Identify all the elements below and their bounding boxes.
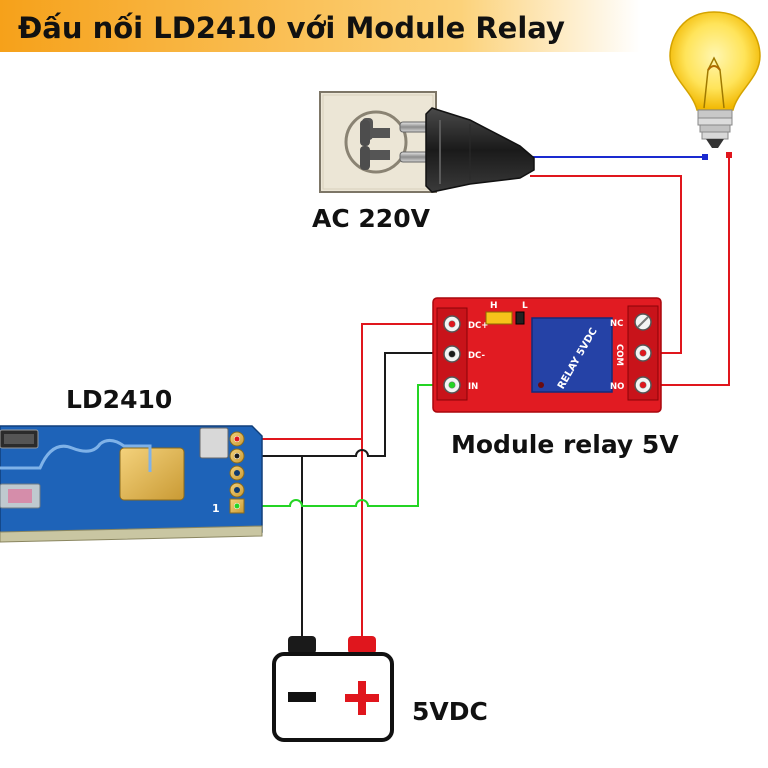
antenna-pad bbox=[119, 447, 185, 501]
light-bulb-icon bbox=[669, 11, 761, 148]
title-banner: Đấu nối LD2410 với Module Relay bbox=[0, 0, 640, 52]
wires bbox=[238, 152, 732, 650]
wire-red-dc-plus bbox=[361, 323, 447, 650]
relay-jumper-h-label: H bbox=[490, 301, 498, 311]
power-plug-icon bbox=[399, 107, 535, 193]
relay-pin-nc-label: NC bbox=[610, 319, 623, 329]
sensor-pin1-label: 1 bbox=[212, 502, 220, 515]
wire-terminal-red bbox=[726, 152, 732, 158]
battery-terminal-negative bbox=[288, 636, 316, 654]
label-sensor: LD2410 bbox=[66, 385, 172, 414]
wire-red-live-com bbox=[530, 175, 682, 354]
relay-jumper-l-label: L bbox=[522, 301, 528, 311]
ld2410-board: 1 bbox=[0, 425, 263, 543]
relay-pin-dc-minus-label: DC- bbox=[468, 351, 485, 361]
battery-icon bbox=[272, 636, 394, 742]
battery-terminal-positive bbox=[348, 636, 376, 654]
relay-pin-in-label: IN bbox=[468, 382, 478, 392]
page-title: Đấu nối LD2410 với Module Relay bbox=[18, 11, 565, 45]
relay-coil bbox=[531, 317, 613, 393]
battery-body bbox=[272, 652, 394, 742]
wire-terminal-blue bbox=[702, 154, 708, 160]
label-battery: 5VDC bbox=[412, 697, 488, 726]
wall-socket-icon bbox=[319, 91, 437, 193]
relay-pin-com-label: COM bbox=[614, 344, 624, 366]
wire-red-bulb-no bbox=[647, 158, 730, 386]
relay-pin-no-label: NO bbox=[610, 382, 624, 392]
antenna-trace bbox=[0, 439, 152, 472]
wire-black-gnd bbox=[238, 352, 447, 457]
label-ac: AC 220V bbox=[312, 204, 431, 233]
relay-pin-dc-plus-label: DC+ bbox=[468, 321, 488, 331]
relay-jumper bbox=[485, 311, 513, 325]
label-relay: Module relay 5V bbox=[451, 430, 679, 459]
wire-green-signal bbox=[238, 384, 447, 507]
